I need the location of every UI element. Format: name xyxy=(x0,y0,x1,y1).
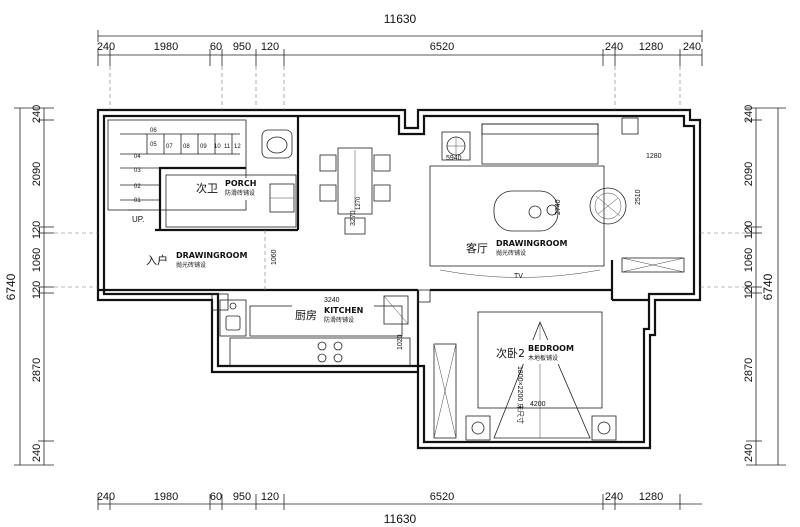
top-dim-8: 1280 xyxy=(639,41,663,53)
stair-step-08: 08 xyxy=(183,144,190,150)
stair-step-09: 09 xyxy=(200,144,207,150)
right-dim-4: 1060 xyxy=(743,248,755,272)
top-dim-2: 1980 xyxy=(154,41,178,53)
exterior-walls xyxy=(96,108,702,450)
right-dim-2: 2090 xyxy=(743,162,755,186)
right-dim-6: 2870 xyxy=(743,358,755,382)
bottom-dim-2: 1980 xyxy=(154,491,178,503)
bedroom-width-4200: 4200 xyxy=(530,401,546,408)
porch-name-en: PORCH xyxy=(225,179,256,188)
bottom-dimension-chain: 240 1980 60 950 120 6520 240 1280 11630 xyxy=(97,491,702,526)
side-height-2510: 2510 xyxy=(635,189,642,205)
living-label-bg xyxy=(462,236,578,258)
bedroom-floor: 木地板铺设 xyxy=(528,354,558,362)
kitchen-depth-1020: 1020 xyxy=(397,334,404,350)
top-dim-5: 120 xyxy=(261,41,279,53)
living-room: TV 5940 2740 3270 1280 2510 客厅 DRAWINGRO… xyxy=(350,117,685,280)
top-dim-7: 240 xyxy=(605,41,623,53)
right-dim-1: 240 xyxy=(743,105,755,123)
stair-step-03: 03 xyxy=(134,168,141,174)
living-width-5940: 5940 xyxy=(446,155,462,162)
bottom-dim-1: 240 xyxy=(97,491,115,503)
axis-guides xyxy=(54,66,746,288)
left-dim-2: 2090 xyxy=(31,162,43,186)
interior-walls xyxy=(98,116,650,372)
porch-floor: 防滑砖铺设 xyxy=(225,189,255,197)
living-tv-label: TV xyxy=(514,273,523,280)
top-dim-6: 6520 xyxy=(430,41,454,53)
left-dimension-chain: 6740 240 2090 120 1060 120 2870 240 xyxy=(4,105,54,466)
bottom-dim-7: 240 xyxy=(605,491,623,503)
porch-room: 次卫 PORCH 防滑砖铺设 xyxy=(165,129,297,228)
right-dim-3: 120 xyxy=(743,221,755,239)
living-width-3270: 3270 xyxy=(350,210,357,226)
porch-label-bg xyxy=(194,178,264,200)
kitchen-width-3240: 3240 xyxy=(324,297,340,304)
right-dim-7: 240 xyxy=(743,444,755,462)
kitchen-name-en: KITCHEN xyxy=(324,306,363,315)
entry-label-bg xyxy=(144,248,230,270)
bedroom-room: 1800×2200 床尺寸 4200 次卧2 BEDROOM 木地板铺设 xyxy=(433,311,617,441)
left-dim-1: 240 xyxy=(31,105,43,123)
stair-step-11: 11 xyxy=(224,144,231,150)
porch-name-cn: 次卫 xyxy=(196,181,218,195)
left-total-dimension: 6740 xyxy=(4,273,18,300)
living-height-2740: 2740 xyxy=(555,199,562,215)
stair-step-07: 07 xyxy=(166,144,173,150)
top-dimension-chain: 11630 240 1980 60 950 120 6520 240 1280 … xyxy=(97,12,703,66)
entry-room: 入户 DRAWINGROOM 抛光砖铺设 1060 xyxy=(144,230,278,290)
kitchen-name-cn: 厨房 xyxy=(295,309,317,322)
bottom-dim-3: 60 xyxy=(210,491,222,503)
kitchen-room: 3240 1020 厨房 KITCHEN 防滑砖铺设 xyxy=(219,295,411,367)
stair-up-label: UP. xyxy=(132,215,144,224)
bed-size-label: 1800×2200 床尺寸 xyxy=(516,366,525,424)
entry-width-1060: 1060 xyxy=(271,249,278,265)
stair-step-02: 02 xyxy=(134,184,141,190)
left-dim-4: 1060 xyxy=(31,248,43,272)
stairs: 06 05 04 03 02 01 07 08 09 10 11 12 UP. xyxy=(107,119,247,230)
bottom-total-dimension: 11630 xyxy=(384,512,417,526)
stair-step-12: 12 xyxy=(234,144,241,150)
stair-step-04: 04 xyxy=(134,154,141,160)
bedroom-name-en: BEDROOM xyxy=(528,344,574,353)
top-dim-4: 950 xyxy=(233,41,251,53)
right-dim-5: 120 xyxy=(743,281,755,299)
kitchen-floor: 防滑砖铺设 xyxy=(324,316,354,324)
bedroom-label-bg xyxy=(494,340,580,364)
left-dim-7: 240 xyxy=(31,444,43,462)
stair-step-10: 10 xyxy=(214,144,221,150)
bottom-dim-5: 120 xyxy=(261,491,279,503)
bottom-dim-4: 950 xyxy=(233,491,251,503)
stair-step-05: 05 xyxy=(150,142,157,148)
right-dimension-chain: 6740 240 2090 120 1060 120 2870 240 xyxy=(743,105,786,466)
stair-step-06: 06 xyxy=(150,128,157,134)
entry-floor: 抛光砖铺设 xyxy=(176,261,206,269)
kitchen-label-bg xyxy=(292,304,374,326)
living-floor: 抛光砖铺设 xyxy=(496,249,526,257)
living-name-en: DRAWINGROOM xyxy=(496,239,567,248)
left-dim-6: 2870 xyxy=(31,358,43,382)
bottom-dim-6: 6520 xyxy=(430,491,454,503)
top-total-dimension: 11630 xyxy=(384,12,417,26)
top-dim-1: 240 xyxy=(97,41,115,53)
stair-step-01: 01 xyxy=(134,198,141,204)
right-total-dimension: 6740 xyxy=(761,273,775,300)
top-dim-9: 240 xyxy=(683,41,701,53)
left-dim-3: 120 xyxy=(31,221,43,239)
dining-set: 1270 xyxy=(319,147,391,235)
dining-length-1270: 1270 xyxy=(356,196,362,210)
bedroom-name-cn: 次卧2 xyxy=(496,346,525,360)
side-width-1280: 1280 xyxy=(646,153,662,160)
entry-name-en: DRAWINGROOM xyxy=(176,251,247,260)
top-dim-3: 60 xyxy=(210,41,222,53)
left-dim-5: 120 xyxy=(31,281,43,299)
living-name-cn: 客厅 xyxy=(466,241,488,255)
entry-name-cn: 入户 xyxy=(146,253,168,267)
bottom-dim-8: 1280 xyxy=(639,491,663,503)
